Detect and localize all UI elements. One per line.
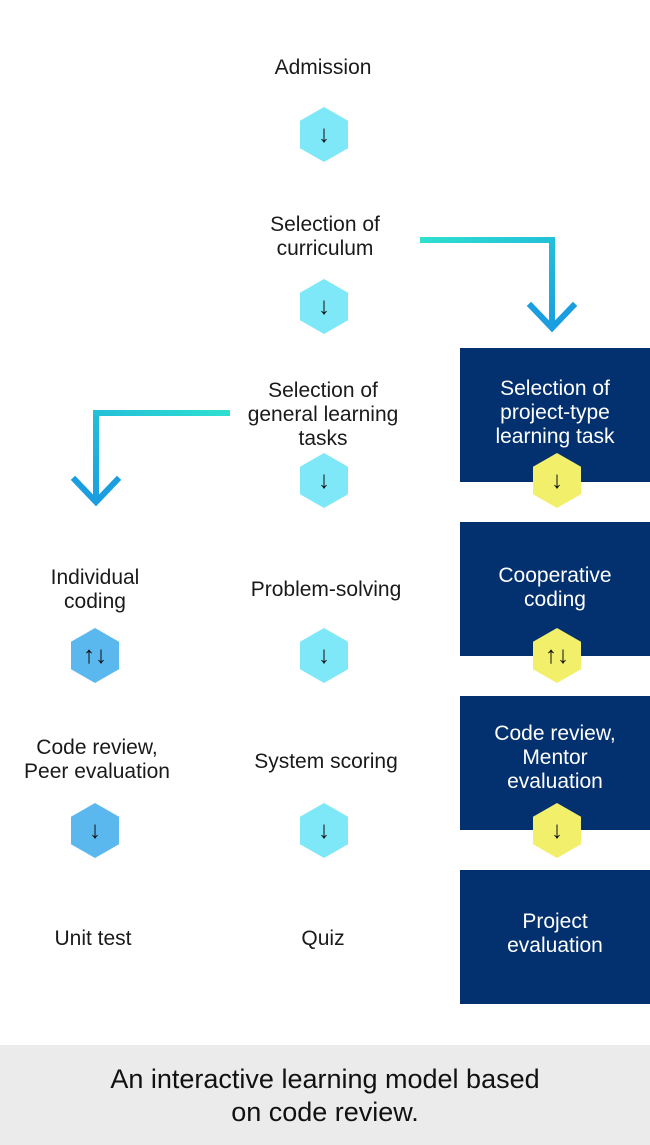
step-selection-of-general-tasks: Selection of general learning tasks (247, 379, 399, 450)
step-individual-coding: Individual coding (50, 566, 140, 613)
learning-model-diagram: Admission ↓ Selection of curriculum ↓ Se… (24, 56, 650, 1004)
step-problem-solving: Problem-solving (250, 578, 402, 601)
branch-arrow-to-project (420, 237, 578, 333)
step-code-review-peer-evaluation: Code review, Peer evaluation (24, 736, 170, 783)
down-arrow-icon: ↓ (300, 628, 348, 683)
step-unit-test: Unit test (54, 927, 132, 950)
figure-caption: An interactive learning model based on c… (110, 1064, 540, 1127)
branch-arrows (70, 237, 578, 507)
step-selection-of-curriculum: Selection of curriculum (270, 213, 380, 260)
branch-arrow-to-individual (70, 410, 230, 507)
step-admission: Admission (274, 56, 372, 79)
box-label: Code review, Mentor evaluation (494, 722, 616, 793)
down-arrow-icon: ↓ (71, 803, 119, 858)
step-system-scoring: System scoring (254, 750, 398, 773)
step-quiz: Quiz (301, 927, 345, 950)
bidirectional-arrow-icon: ↑↓ (533, 628, 581, 683)
box-label: Selection of project-type learning task (495, 377, 615, 448)
down-arrow-icon: ↓ (533, 803, 581, 858)
bidirectional-arrow-icon: ↑↓ (71, 628, 119, 683)
box-project-evaluation: Project evaluation (460, 870, 650, 1004)
box-label: Project evaluation (507, 910, 603, 957)
down-arrow-icon: ↓ (300, 803, 348, 858)
box-label: Cooperative coding (498, 564, 612, 611)
caption-bar: An interactive learning model based on c… (0, 1045, 650, 1145)
